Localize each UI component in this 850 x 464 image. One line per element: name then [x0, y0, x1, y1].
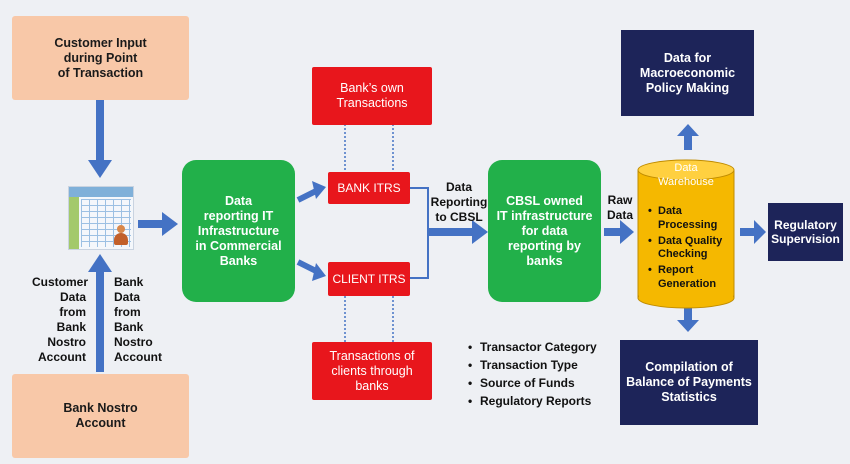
arrow-warehouse-to-bop — [677, 308, 699, 332]
cbsl-owned-it-box: CBSL owned IT infrastructure for data re… — [488, 160, 601, 302]
bank-data-label: Bank Data from Bank Nostro Account — [114, 275, 162, 364]
bank-itrs-box: BANK ITRS — [328, 172, 410, 204]
transactions-of-clients-box: Transactions of clients through banks — [312, 342, 432, 400]
bank-nostro-account-box: Bank Nostro Account — [12, 374, 189, 458]
arrow-reporting-to-bank-itrs — [296, 181, 326, 203]
data-for-macroeconomic-box: Data for Macroeconomic Policy Making — [621, 30, 754, 116]
list-item: Transactor Category — [468, 338, 618, 356]
regulatory-supervision-box: Regulatory Supervision — [768, 203, 843, 261]
list-item: Report Generation — [648, 264, 736, 292]
transaction-categories-list: Transactor Category Transaction Type Sou… — [468, 338, 618, 410]
list-item: Regulatory Reports — [468, 392, 618, 410]
arrow-warehouse-to-macro — [677, 124, 699, 150]
arrow-warehouse-to-supervision — [740, 220, 766, 244]
list-item: Transaction Type — [468, 356, 618, 374]
compilation-bop-box: Compilation of Balance of Payments Stati… — [620, 340, 758, 425]
list-item: Source of Funds — [468, 374, 618, 392]
client-itrs-box: CLIENT ITRS — [328, 262, 410, 296]
arrow-reporting-to-client-itrs — [296, 259, 326, 281]
customer-data-label: Customer Data from Bank Nostro Account — [32, 275, 89, 364]
arrow-sheet-to-reporting — [138, 212, 178, 236]
data-warehouse-list: Data Processing Data Quality Checking Re… — [648, 205, 736, 294]
arrow-customer-to-sheet — [88, 100, 112, 178]
list-item: Data Quality Checking — [648, 235, 736, 263]
data-reporting-it-box: Data reporting IT Infrastructure in Comm… — [182, 160, 295, 302]
customer-input-box: Customer Input during Point of Transacti… — [12, 16, 189, 100]
raw-data-label: Raw Data — [606, 193, 633, 222]
arrow-raw-data — [604, 220, 634, 244]
spreadsheet-user-icon — [68, 186, 134, 250]
data-warehouse-title: Data Warehouse — [658, 162, 714, 188]
list-item: Data Processing — [648, 205, 736, 233]
arrow-nostro-to-sheet — [88, 254, 112, 372]
banks-own-transactions-box: Bank’s own Transactions — [312, 67, 432, 125]
arrow-to-cbsl — [428, 220, 488, 244]
data-reporting-to-cbsl-label: Data Reporting to CBSL — [430, 180, 488, 224]
